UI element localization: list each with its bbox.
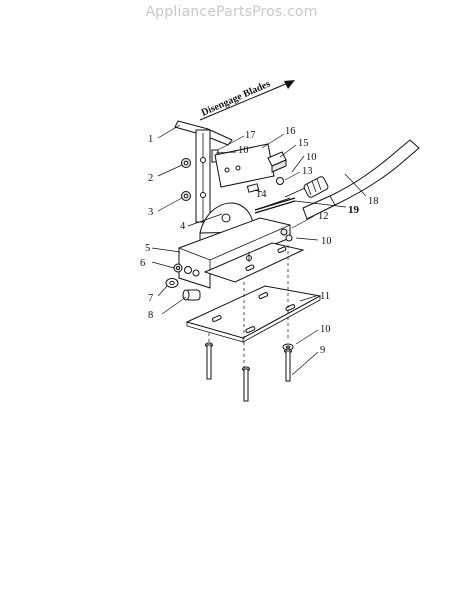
callout-12: 12 (318, 211, 329, 222)
callout-14: 14 (256, 189, 267, 200)
control-cable (254, 139, 420, 220)
disengage-label: Disengage Blades (200, 78, 272, 118)
callout-16: 16 (285, 126, 296, 137)
callout-7: 7 (148, 293, 153, 304)
bushing-8 (182, 289, 201, 301)
callout-10-lower: 10 (320, 324, 331, 335)
callout-10-upper-left: 10 (238, 145, 249, 156)
callout-13: 13 (302, 166, 313, 177)
washer-10-lower (282, 343, 294, 351)
leader-lines (151, 124, 367, 376)
callout-6: 6 (140, 258, 145, 269)
callout-18: 18 (368, 196, 379, 207)
callout-10-upper-right: 10 (306, 152, 317, 163)
mount-plate-upper (203, 234, 305, 283)
callout-17: 17 (245, 130, 256, 141)
callout-3: 3 (148, 207, 153, 218)
disengage-arrow: Disengage Blades (200, 78, 295, 121)
washer-13 (276, 177, 284, 185)
callout-5: 5 (145, 243, 150, 254)
base-plate (185, 285, 322, 343)
bolt-9-left (205, 342, 213, 380)
blade-housing (178, 197, 296, 289)
callout-1: 1 (148, 134, 153, 145)
nut-3 (181, 191, 191, 201)
callout-15: 15 (298, 138, 309, 149)
bolt-9-right (284, 348, 292, 382)
assembly-guides (208, 245, 289, 370)
callout-labels: 1 2 3 4 5 6 7 8 9 10 10 10 10 11 12 13 1… (140, 126, 379, 356)
callout-4: 4 (180, 221, 186, 232)
callout-2: 2 (148, 173, 153, 184)
callout-10-middle: 10 (321, 236, 332, 247)
handle-lever (174, 120, 233, 223)
callout-11: 11 (320, 291, 330, 302)
washer-7 (165, 278, 179, 288)
callout-9: 9 (320, 345, 325, 356)
nut-6 (173, 263, 183, 273)
site-watermark: AppliancePartsPros.com (145, 4, 318, 20)
callout-19: 19 (348, 204, 360, 216)
nut-12 (280, 228, 288, 236)
bolt-9-center (242, 366, 250, 402)
callout-8: 8 (148, 310, 153, 321)
link-plate (214, 143, 275, 188)
nut-2 (181, 158, 191, 168)
